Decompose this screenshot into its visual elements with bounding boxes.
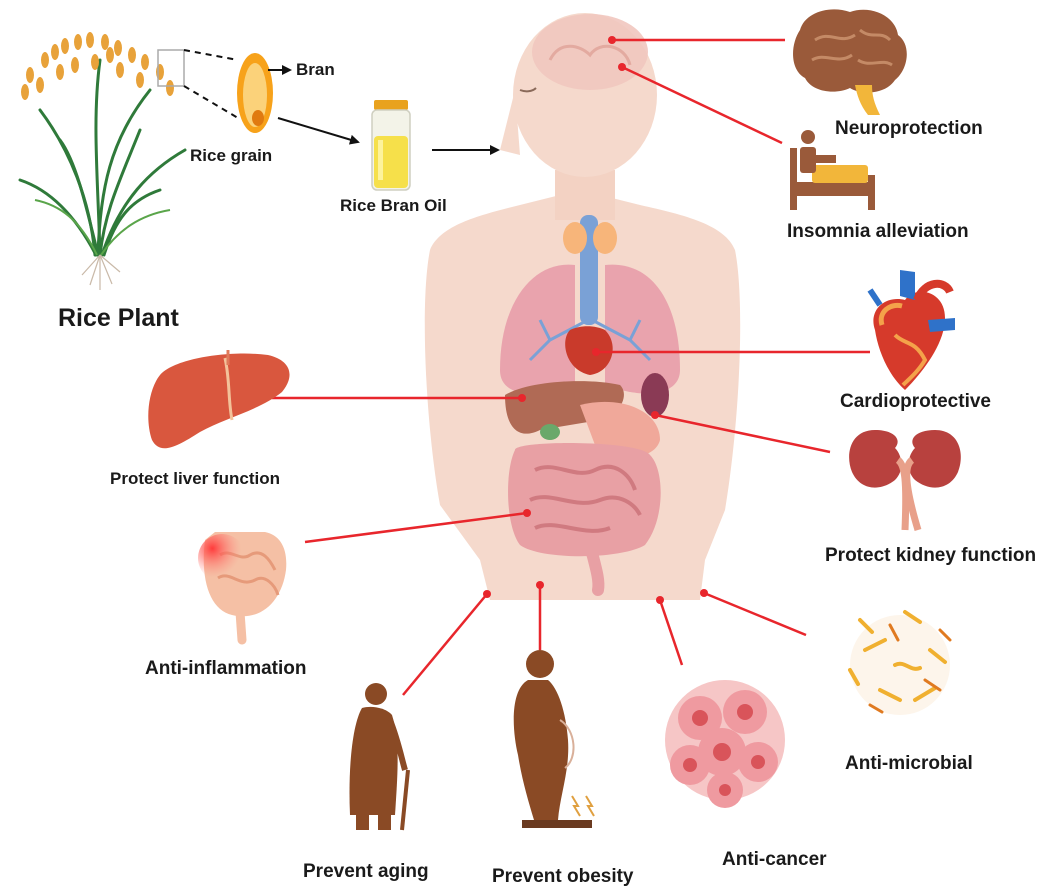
connector-dot	[651, 411, 659, 419]
connector-microbial	[704, 593, 806, 635]
anti-microbial-label: Anti-microbial	[845, 753, 973, 775]
kidney-icon	[849, 430, 961, 530]
rice-grain-icon	[237, 53, 273, 133]
cardioprotective-label: Cardioprotective	[840, 391, 991, 413]
insomnia-label: Insomnia alleviation	[787, 221, 969, 243]
connector-aging	[403, 594, 487, 695]
liver-icon	[148, 350, 289, 448]
prevent-aging-label: Prevent aging	[303, 861, 429, 883]
connector-dot	[656, 596, 664, 604]
obese-person-icon	[514, 650, 594, 828]
connector-dot	[592, 348, 600, 356]
grain-to-oil-arrow	[278, 118, 358, 142]
neuroprotection-label: Neuroprotection	[835, 118, 983, 140]
zoom-line-bottom	[184, 86, 238, 118]
connector-dot	[523, 509, 531, 517]
connector-dot	[483, 590, 491, 598]
heart-icon	[870, 270, 955, 390]
anti-cancer-label: Anti-cancer	[722, 849, 827, 871]
elderly-person-icon	[350, 683, 409, 830]
cancer-cells-icon	[665, 680, 785, 808]
connector-dot	[608, 36, 616, 44]
anti-inflammation-label: Anti-inflammation	[145, 658, 307, 680]
bed-icon	[790, 130, 875, 210]
intestine-icon	[198, 532, 286, 640]
kidney-label: Protect kidney function	[825, 545, 1036, 567]
connector-dot	[618, 63, 626, 71]
rice-grain-label: Rice grain	[190, 146, 272, 166]
connector-dot	[700, 589, 708, 597]
prevent-obesity-label: Prevent obesity	[492, 866, 634, 888]
connector-cancer	[660, 600, 682, 665]
connector-dot	[536, 581, 544, 589]
brain-icon	[793, 9, 907, 115]
liver-label: Protect liver function	[110, 469, 280, 489]
connector-dot	[518, 394, 526, 402]
microbes-icon	[850, 612, 950, 715]
rice-bran-oil-label: Rice Bran Oil	[340, 196, 447, 216]
rice-plant-label: Rice Plant	[58, 304, 179, 333]
oil-bottle-icon	[372, 100, 410, 190]
bran-label: Bran	[296, 60, 335, 80]
rice-plant-icon	[20, 32, 185, 290]
zoom-line-top	[184, 50, 238, 60]
